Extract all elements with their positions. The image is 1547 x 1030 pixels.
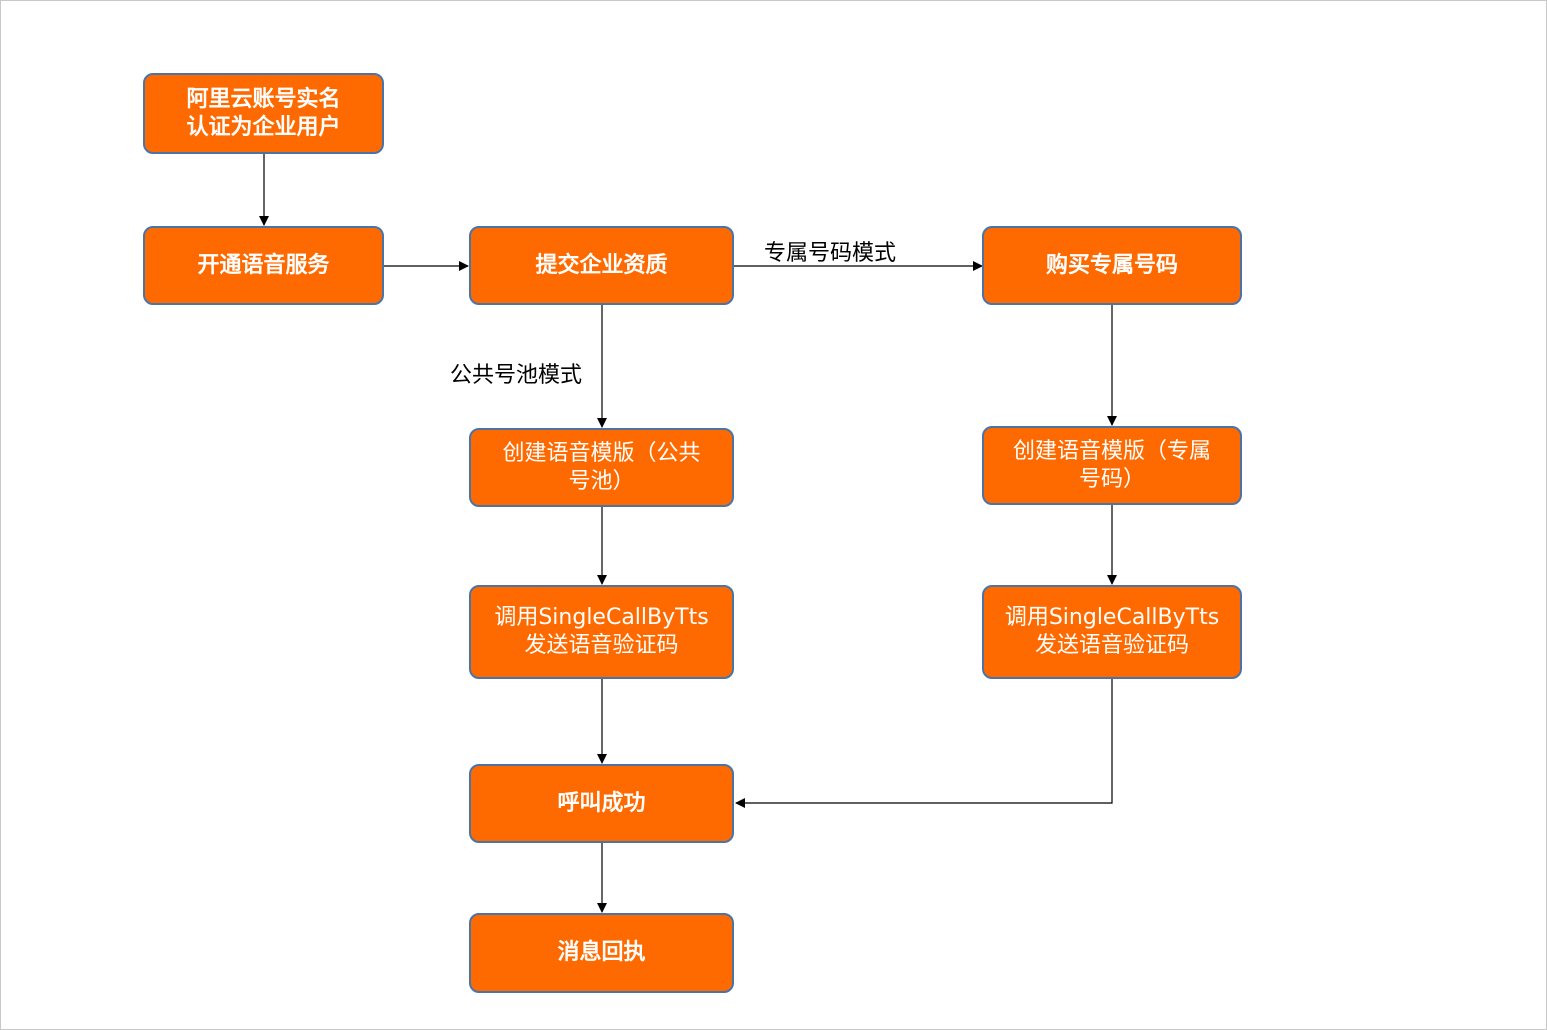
- node-call-dedicated-line1: 调用SingleCallByTts: [1004, 605, 1220, 630]
- node-message-receipt: 消息回执: [469, 913, 734, 993]
- node-call-success: 呼叫成功: [469, 764, 734, 843]
- node-call-dedicated-line2: 发送语音验证码: [1034, 633, 1189, 658]
- node-call-success-label: 呼叫成功: [557, 790, 646, 816]
- node-template-public: 创建语音模版（公共 号池）: [469, 428, 734, 507]
- node-call-dedicated: 调用SingleCallByTts 发送语音验证码: [982, 585, 1242, 679]
- node-submit-qual-label: 提交企业资质: [535, 252, 668, 278]
- node-receipt-label: 消息回执: [557, 940, 646, 965]
- node-open-voice-service: 开通语音服务: [143, 226, 384, 305]
- node-realname-line1: 阿里云账号实名: [186, 86, 341, 112]
- node-template-public-line2: 号池）: [568, 468, 635, 494]
- node-realname-line2: 认证为企业用户: [186, 114, 341, 140]
- node-submit-qualification: 提交企业资质: [469, 226, 734, 305]
- node-template-dedicated-line2: 号码）: [1078, 466, 1145, 492]
- node-buy-number-label: 购买专属号码: [1045, 252, 1178, 278]
- node-template-dedicated-line1: 创建语音模版（专属: [1012, 438, 1211, 464]
- node-open-voice-label: 开通语音服务: [197, 252, 330, 278]
- node-realname-verification: 阿里云账号实名 认证为企业用户: [143, 73, 384, 154]
- node-call-public: 调用SingleCallByTts 发送语音验证码: [469, 585, 734, 679]
- edge-label-public-mode: 公共号池模式: [450, 363, 583, 388]
- node-template-public-line1: 创建语音模版（公共: [502, 440, 701, 466]
- node-template-dedicated: 创建语音模版（专属 号码）: [982, 426, 1242, 505]
- node-buy-dedicated-number: 购买专属号码: [982, 226, 1242, 305]
- edge-label-dedicated-mode: 专属号码模式: [764, 241, 897, 266]
- edge-call-dedicated-to-success: [735, 678, 1113, 808]
- node-call-public-line2: 发送语音验证码: [524, 633, 679, 658]
- node-call-public-line1: 调用SingleCallByTts: [494, 605, 709, 630]
